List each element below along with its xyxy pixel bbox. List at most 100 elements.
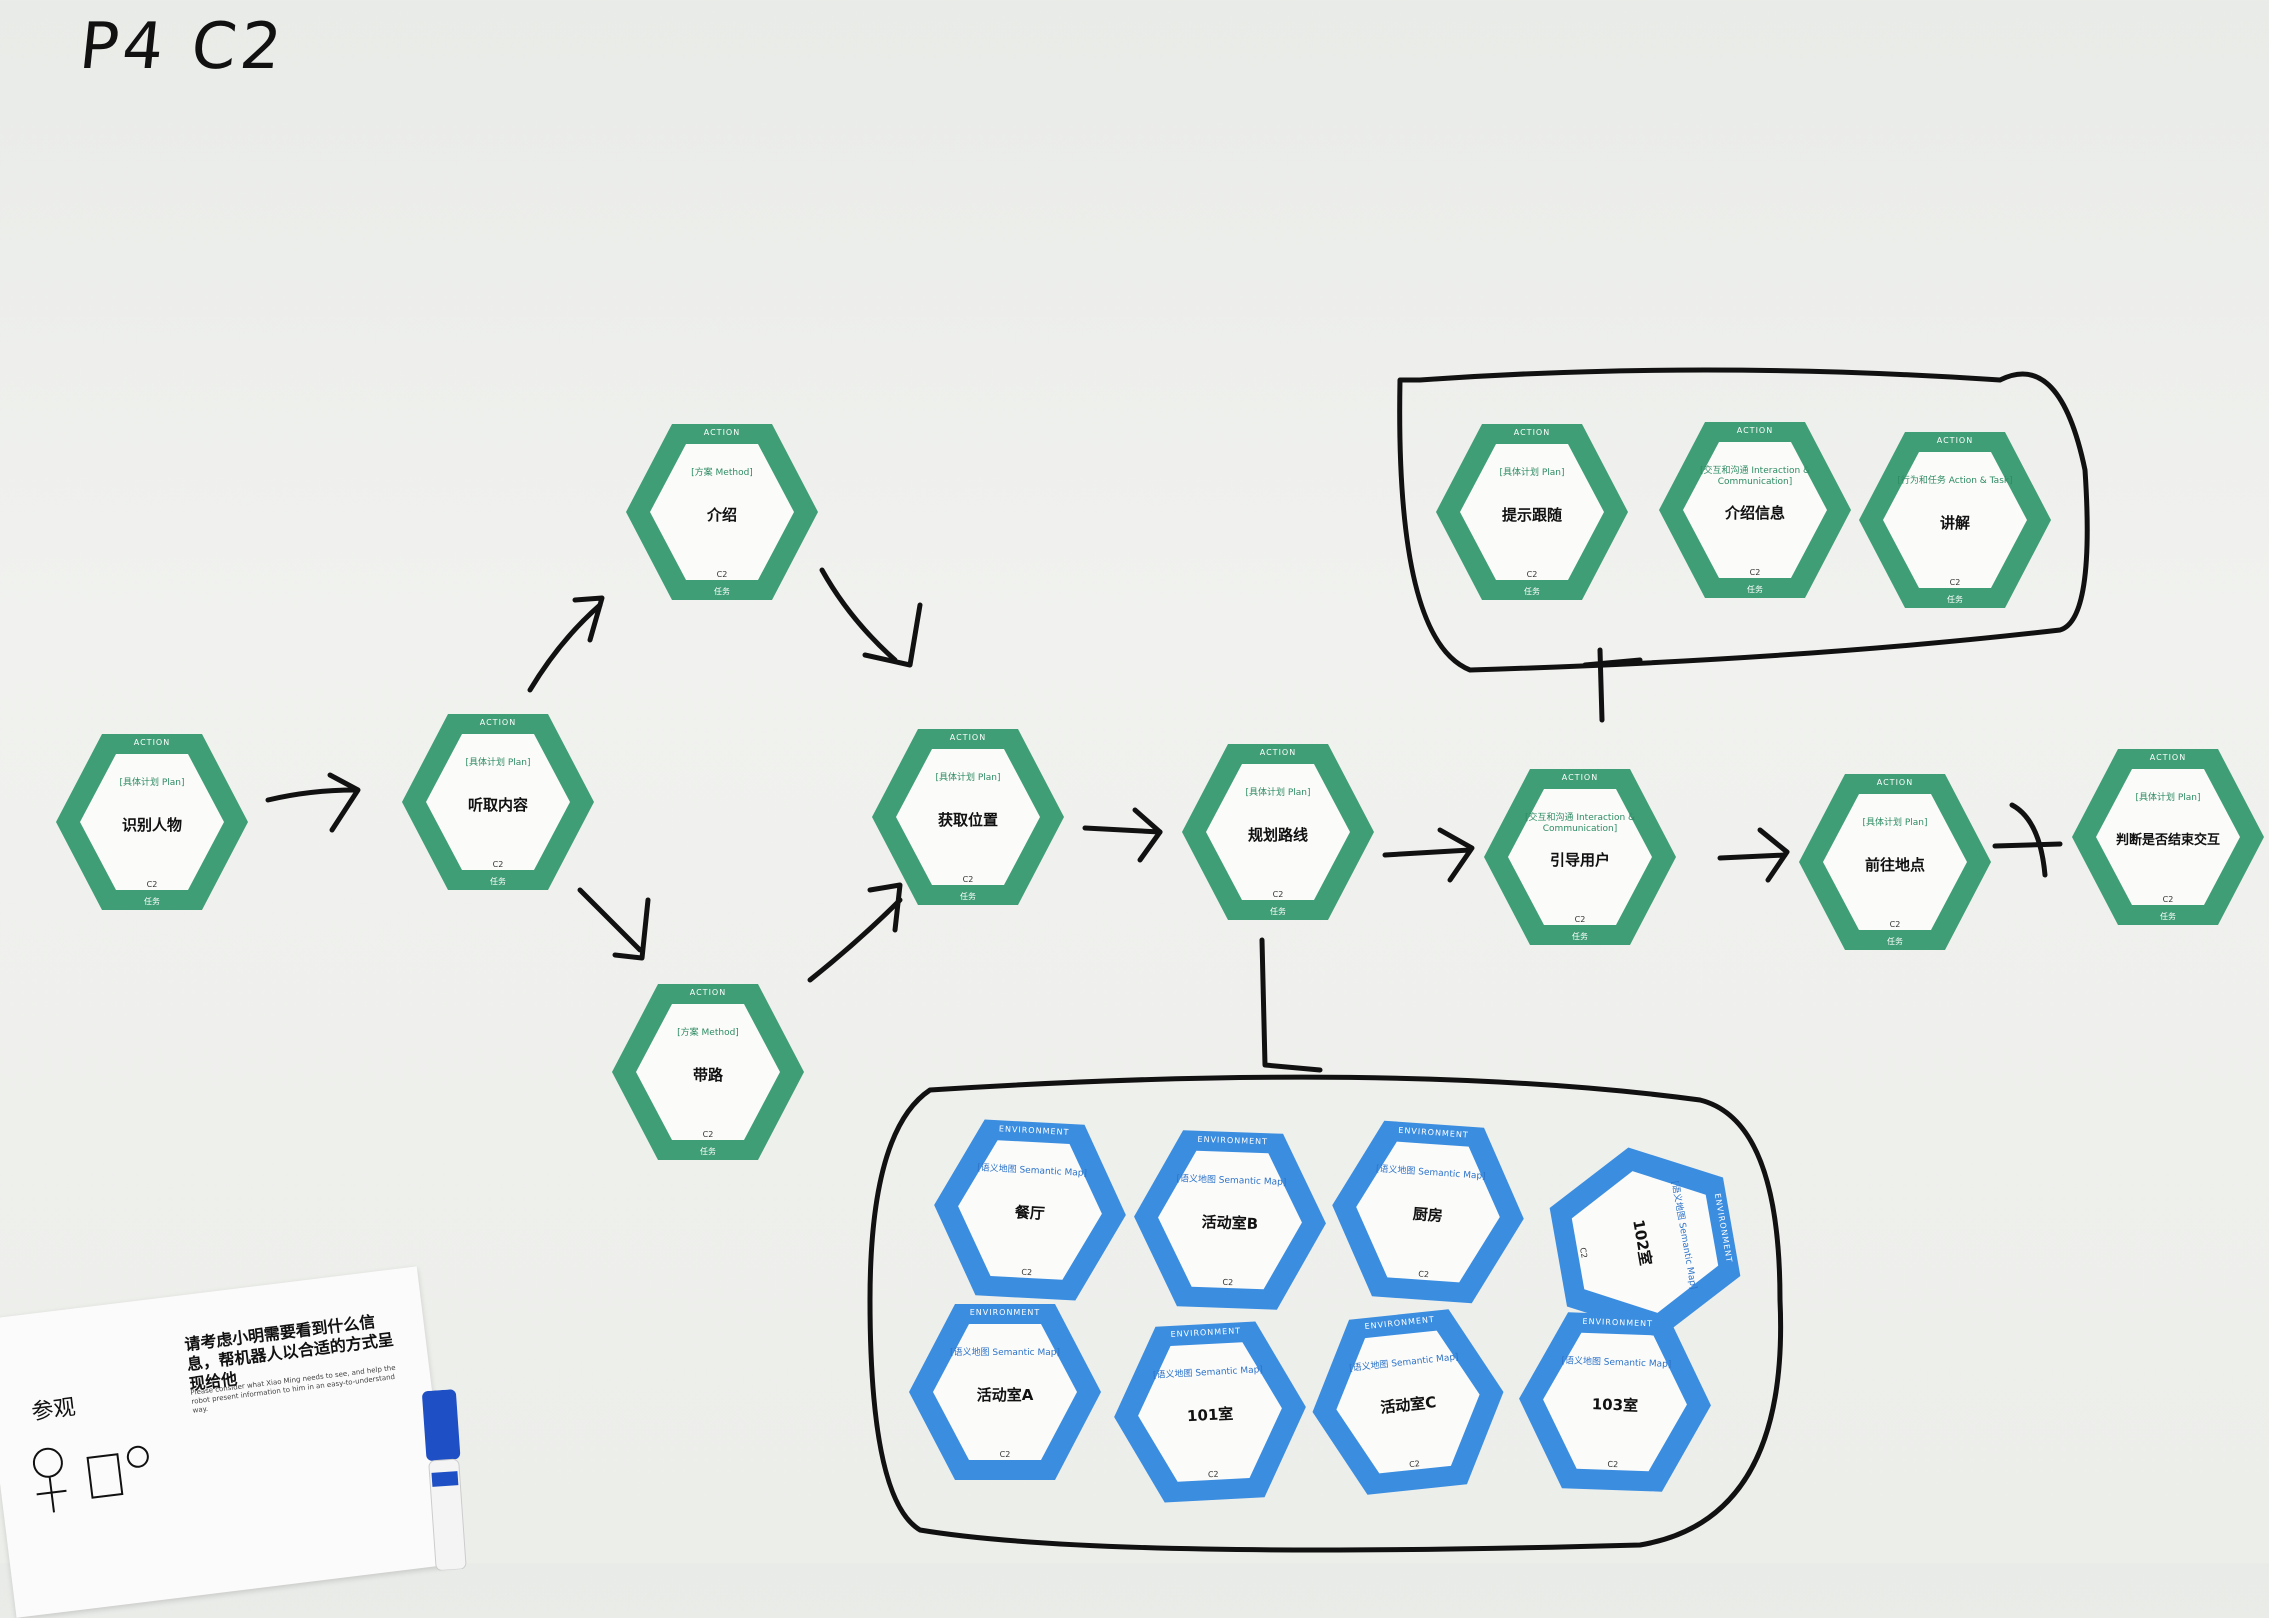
card-type: [具体计划 Plan] (1499, 468, 1565, 478)
action-card: ACTION [方案 Method] 带路 C2 任务 (608, 980, 808, 1164)
card-code: C2 (1574, 915, 1586, 924)
card-category: ACTION (1259, 748, 1297, 757)
action-card: ACTION [行为和任务 Action & Task] 讲解 C2 任务 (1855, 428, 2055, 612)
connector-top-group (1582, 647, 1643, 723)
card-type: [行为和任务 Action & Task] (1897, 476, 2013, 486)
arrow-identify-to-listen (265, 772, 361, 833)
card-code: C2 (1889, 920, 1901, 929)
card-type: [具体计划 Plan] (1245, 788, 1311, 798)
card-type: [方案 Method] (691, 468, 753, 478)
card-category: ACTION (133, 738, 171, 747)
action-card: ACTION [具体计划 Plan] 听取内容 C2 任务 (398, 710, 598, 894)
environment-card: ENVIRONMENT [语义地图 Semantic Map] 101室 C2 (1105, 1315, 1314, 1509)
card-name: 提示跟随 (1501, 506, 1562, 524)
card-footer: 任务 (2160, 912, 2176, 921)
card-code: C2 (962, 875, 974, 884)
marker-pen-icon (422, 1389, 467, 1571)
hexagon-frame (56, 734, 248, 910)
card-category: ACTION (703, 428, 741, 437)
arrow-listen-to-introduce (527, 595, 605, 693)
card-code: C2 (1526, 570, 1538, 579)
connector-bottom-group (1259, 937, 1323, 1073)
arrow-route-to-guide-user (1382, 827, 1475, 883)
hexagon-frame (612, 984, 804, 1160)
arrow-guide-to-location (807, 882, 903, 983)
card-code: C2 (1749, 568, 1761, 577)
environment-card: ENVIRONMENT [语义地图 Semantic Map] 活动室A C2 (905, 1300, 1105, 1484)
hexagon-frame (1134, 1130, 1326, 1310)
card-footer: 任务 (1887, 937, 1903, 946)
arrow-guide-user-to-go (1717, 827, 1790, 883)
card-code: C2 (146, 880, 158, 889)
card-type: [交互和沟通 Interaction & Communication] (1699, 466, 1811, 487)
card-name: 规划路线 (1247, 826, 1308, 844)
card-name: 引导用户 (1549, 851, 1610, 869)
card-code: C2 (716, 570, 728, 579)
action-card: ACTION [具体计划 Plan] 获取位置 C2 任务 (868, 725, 1068, 909)
card-code: C2 (2162, 895, 2174, 904)
card-footer: 任务 (1524, 587, 1540, 596)
card-type: [具体计划 Plan] (935, 773, 1001, 783)
card-footer: 任务 (490, 877, 506, 886)
card-name: 前往地点 (1864, 856, 1925, 874)
card-footer: 任务 (1572, 932, 1588, 941)
card-name: 活动室A (976, 1386, 1034, 1404)
card-category: ACTION (689, 988, 727, 997)
action-card: ACTION [具体计划 Plan] 规划路线 C2 任务 (1178, 740, 1378, 924)
arrow-location-to-route (1082, 807, 1163, 863)
environment-card: ENVIRONMENT [语义地图 Semantic Map] 活动室C C2 (1299, 1300, 1517, 1504)
environment-card: ENVIRONMENT [语义地图 Semantic Map] 厨房 C2 (1322, 1113, 1534, 1311)
ink-drawings (265, 367, 2090, 1553)
card-type: [语义地图 Semantic Map] (950, 1348, 1060, 1358)
card-name: 带路 (692, 1066, 723, 1084)
card-footer: 任务 (1947, 595, 1963, 604)
card-type: [具体计划 Plan] (1862, 818, 1928, 828)
top-group-enclosure (1397, 367, 2090, 673)
card-category: ACTION (1876, 778, 1914, 787)
card-name: 获取位置 (937, 811, 998, 829)
card-footer: 任务 (960, 892, 976, 901)
card-footer: 任务 (144, 897, 160, 906)
card-footer: 任务 (1747, 585, 1763, 594)
card-footer: 任务 (700, 1147, 716, 1156)
card-code: C2 (999, 1450, 1011, 1459)
card-type: [具体计划 Plan] (119, 778, 185, 788)
hexagon-frame (1659, 422, 1851, 598)
instruction-sheet: 请考虑小明需要看到什么信息，帮机器人以合适的方式呈现给他 Please cons… (0, 1266, 454, 1618)
action-card: ACTION [具体计划 Plan] 识别人物 C2 任务 (52, 730, 252, 914)
hexagon-frame (934, 1119, 1126, 1301)
environment-card: ENVIRONMENT [语义地图 Semantic Map] 102室 C2 (1537, 1128, 1753, 1357)
arrow-listen-to-guide (577, 887, 651, 961)
card-footer: 任务 (1270, 907, 1286, 916)
hexagon-frame (1859, 432, 2051, 608)
card-category: ACTION (479, 718, 517, 727)
hexagon-frame (402, 714, 594, 890)
hexagon-frame (2072, 749, 2264, 925)
card-code: C2 (492, 860, 504, 869)
hexagon-frame (1182, 744, 1374, 920)
environment-card: ENVIRONMENT [语义地图 Semantic Map] 103室 C2 (1512, 1307, 1718, 1498)
card-category: ACTION (1513, 428, 1551, 437)
card-name: 讲解 (1939, 514, 1970, 532)
card-name: 判断是否结束交互 (2115, 833, 2220, 848)
action-card: ACTION [具体计划 Plan] 提示跟随 C2 任务 (1432, 420, 1632, 604)
card-code: C2 (1272, 890, 1284, 899)
hexagon-frame (1436, 424, 1628, 600)
hexagon-frame (1549, 1147, 1741, 1337)
card-category: ACTION (1736, 426, 1774, 435)
hexagon-frame (1484, 769, 1676, 945)
sketch-figures-icon (32, 1445, 149, 1513)
card-type: [具体计划 Plan] (2135, 793, 2201, 803)
card-category: ENVIRONMENT (969, 1308, 1041, 1317)
action-card: ACTION [交互和沟通 Interaction & Communicatio… (1480, 765, 1680, 949)
hexagon-frame (1519, 1312, 1711, 1492)
card-name: 识别人物 (121, 816, 182, 834)
card-category: ACTION (1936, 436, 1974, 445)
hexagon-frame (909, 1304, 1101, 1480)
action-card: ACTION [具体计划 Plan] 判断是否结束交互 C2 任务 (2068, 745, 2268, 929)
card-code: C2 (1949, 578, 1961, 587)
arrow-go-to-end (1992, 802, 2063, 878)
card-name: 听取内容 (467, 796, 528, 814)
hexagon-frame (626, 424, 818, 600)
card-name: 介绍信息 (1724, 504, 1785, 522)
